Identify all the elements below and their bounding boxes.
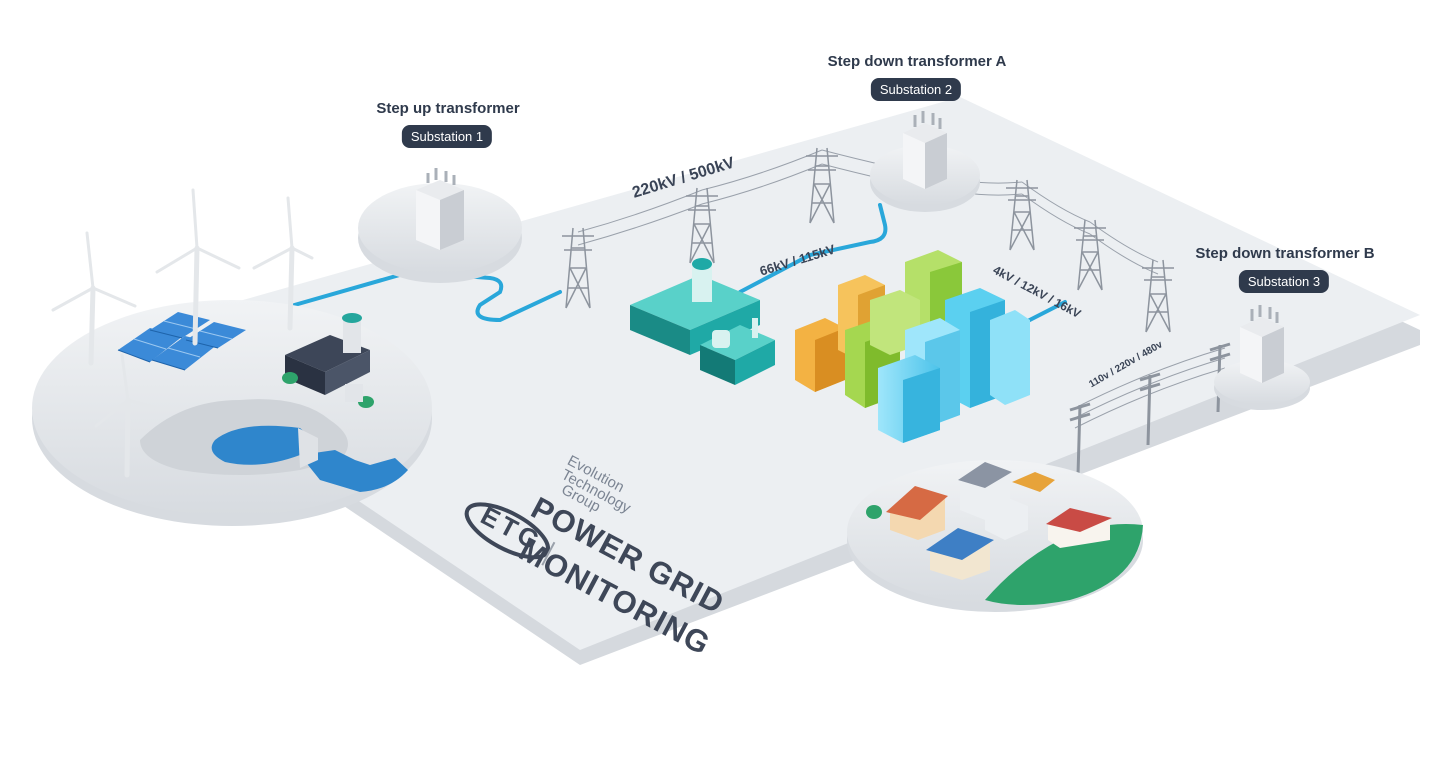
substation-3-title: Step down transformer B	[1195, 245, 1375, 262]
transformer-icon	[1240, 305, 1284, 383]
transformer-icon	[903, 111, 947, 189]
substation-3	[1214, 305, 1310, 410]
transmission-towers	[562, 147, 1174, 333]
factory-icon	[630, 258, 775, 385]
hydro-reservoir-icon	[211, 425, 308, 465]
power-plant-icon	[282, 313, 374, 408]
city-buildings-icon	[795, 250, 1030, 443]
substation-1-title: Step up transformer	[376, 100, 520, 117]
wind-turbines-icon	[51, 188, 314, 478]
etg-logo-icon	[464, 502, 556, 566]
substation-1	[358, 168, 522, 283]
substation-3-badge[interactable]: Substation 3	[1238, 270, 1330, 293]
residential-disc	[847, 460, 1143, 612]
substation-1-badge[interactable]: Substation 1	[401, 125, 493, 148]
transformer-icon	[416, 168, 464, 250]
substation-2-title: Step down transformer A	[827, 53, 1007, 70]
solar-panels-icon	[117, 312, 246, 371]
generation-disc	[32, 300, 432, 526]
substation-2	[870, 111, 980, 212]
substation-2-badge[interactable]: Substation 2	[870, 78, 962, 101]
utility-poles	[1069, 342, 1231, 476]
houses-icon	[866, 462, 1112, 580]
